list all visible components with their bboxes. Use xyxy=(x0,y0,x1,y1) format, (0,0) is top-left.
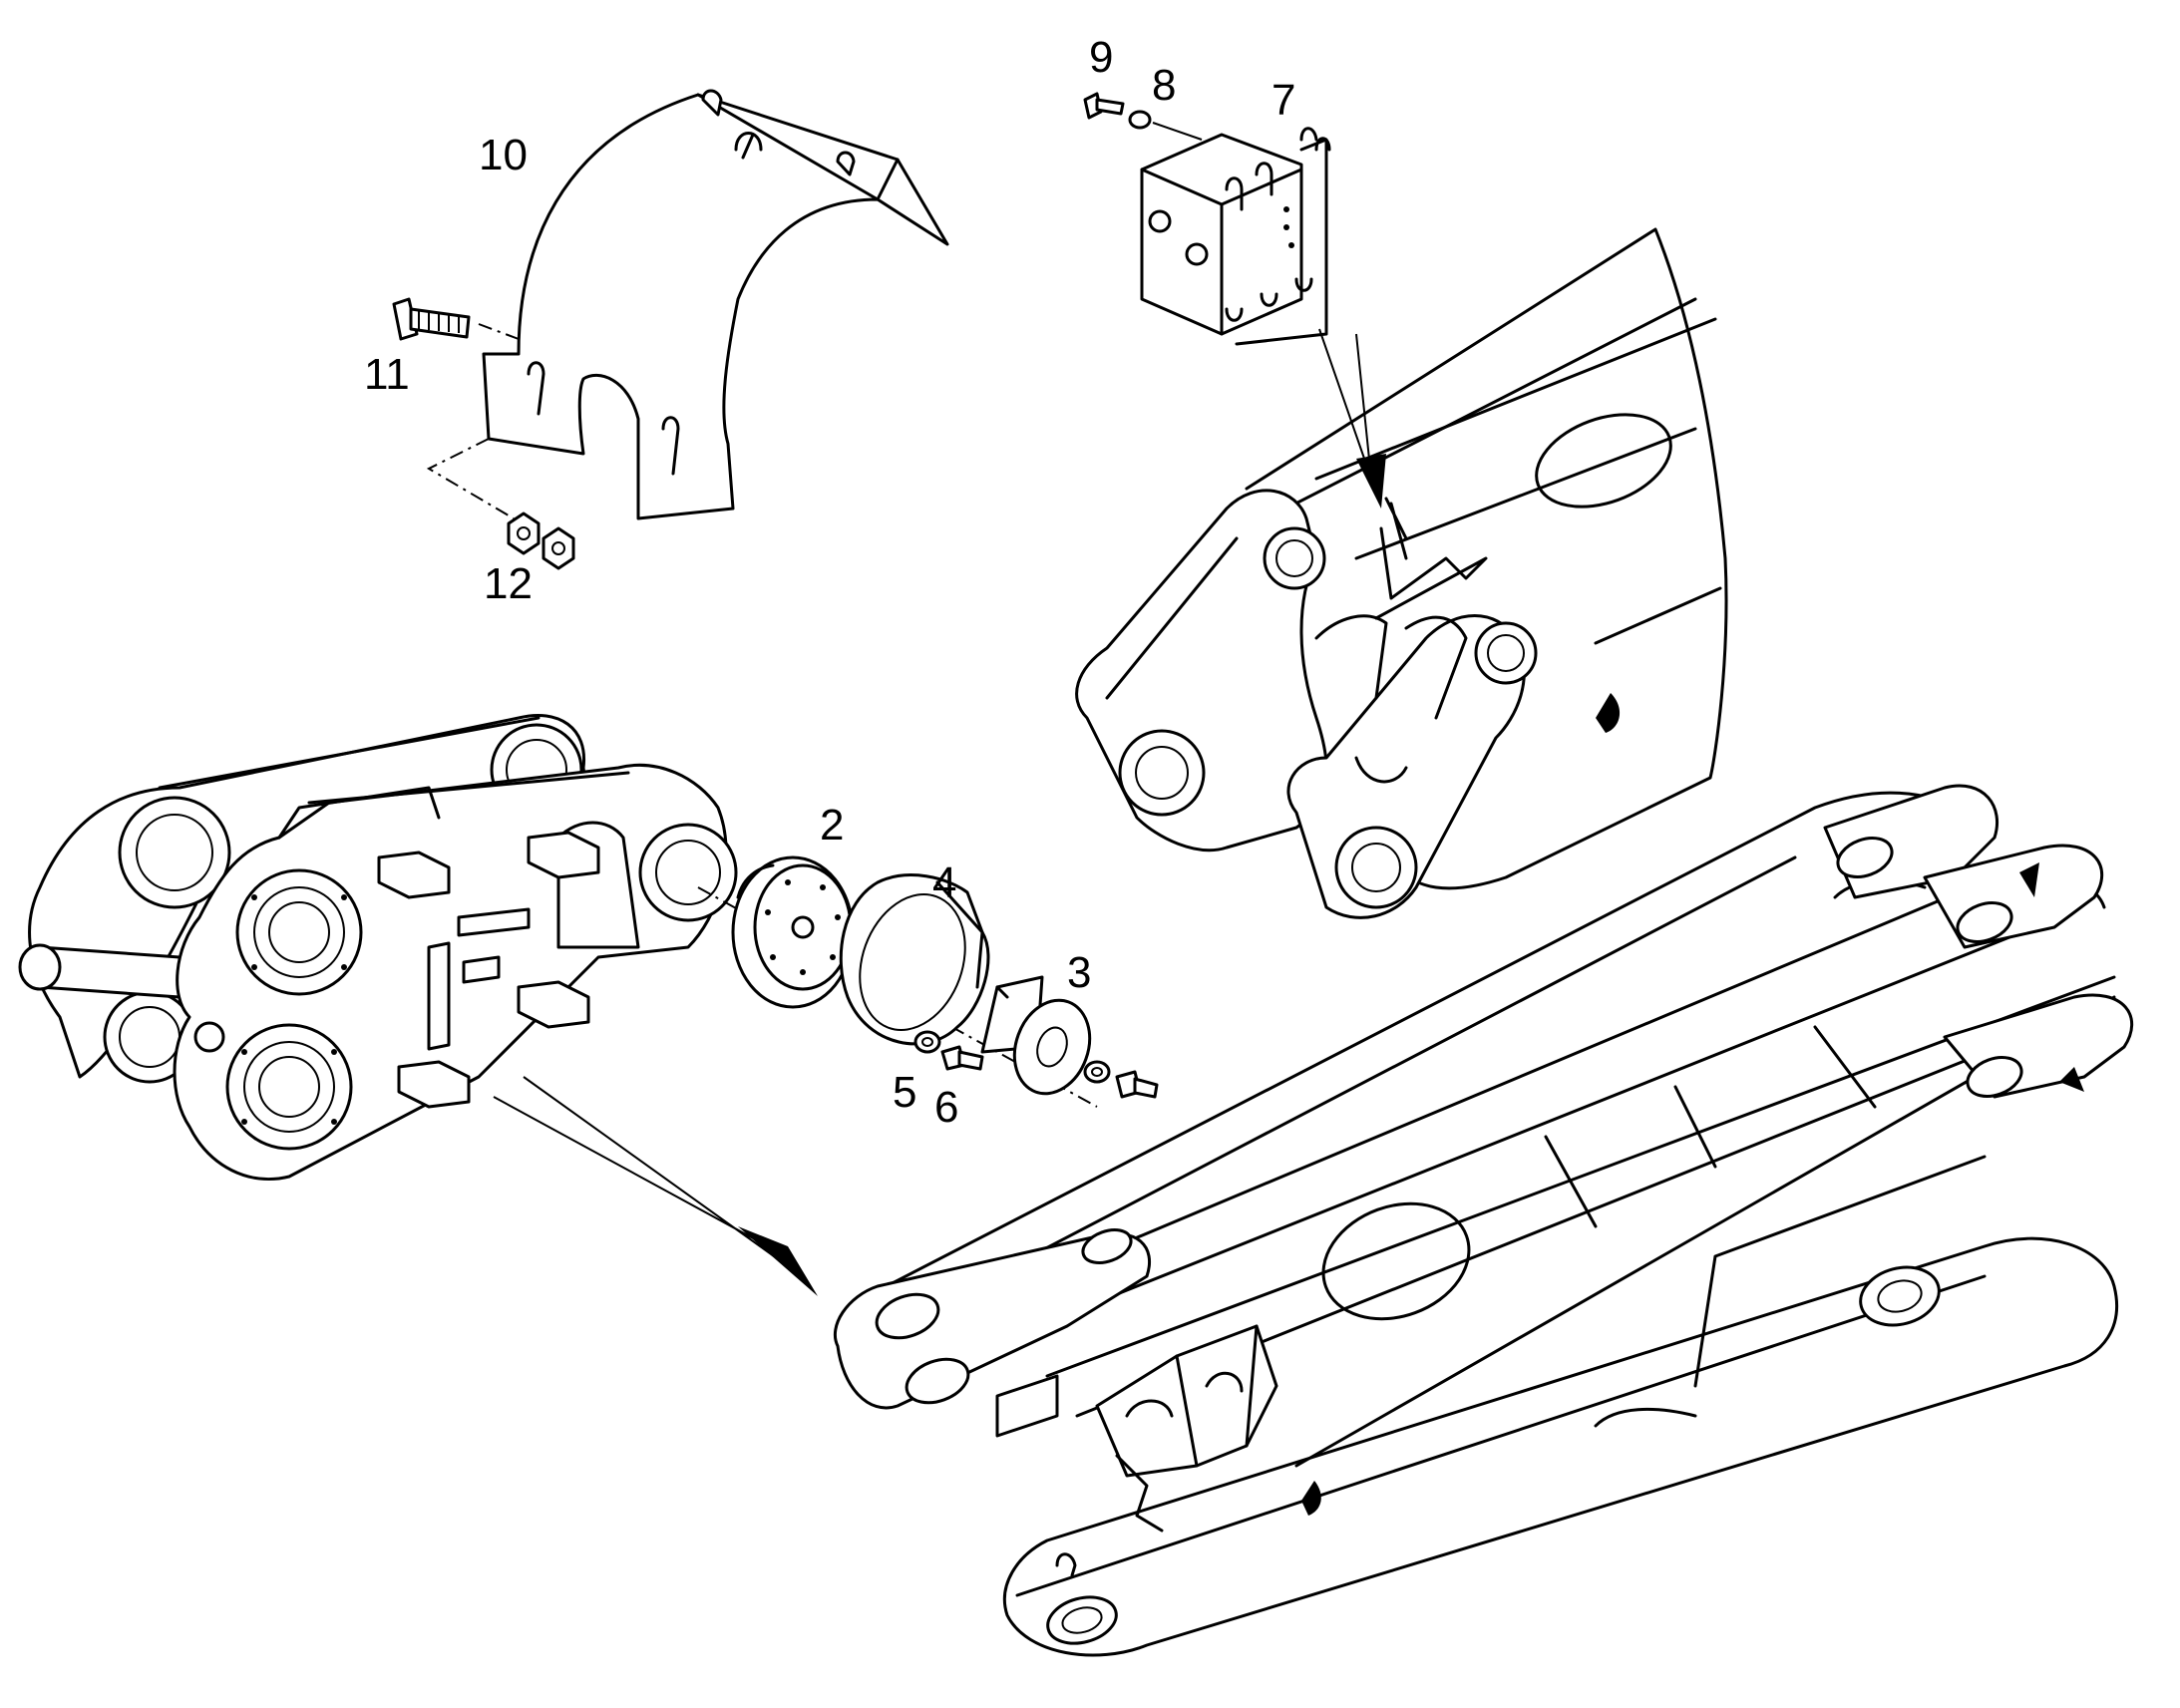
retainer-plate-part-4 xyxy=(839,873,990,1046)
bolt-part-11 xyxy=(392,297,471,341)
callout-label-12: 12 xyxy=(484,559,533,608)
flange-part-2 xyxy=(731,855,855,1009)
callout-label-3: 3 xyxy=(1067,948,1091,997)
spacer-blocks xyxy=(377,831,600,1109)
washer-part-8 xyxy=(1128,110,1152,130)
bolt-part-6 xyxy=(940,1045,984,1071)
bracket-part-7 xyxy=(1140,127,1331,346)
washer-bolt-right xyxy=(1083,1060,1159,1099)
callout-label-10: 10 xyxy=(479,131,528,179)
washer-part-5 xyxy=(913,1030,941,1054)
lock-tab-part-3 xyxy=(980,975,1092,1096)
leader-line-8 xyxy=(1152,122,1203,141)
cover-plate-part-10 xyxy=(482,89,949,520)
assembly-line-11 xyxy=(478,323,520,340)
callout-labels: 2 3 4 5 6 7 8 9 10 11 12 xyxy=(364,33,1295,1132)
callout-label-2: 2 xyxy=(820,801,844,850)
callout-label-4: 4 xyxy=(932,858,956,907)
assembly-line-12 xyxy=(426,438,515,519)
boom-end-upper xyxy=(1075,227,1728,919)
callout-label-6: 6 xyxy=(934,1083,958,1132)
nut-part-12 xyxy=(507,512,575,570)
callout-label-5: 5 xyxy=(893,1068,916,1117)
callout-label-9: 9 xyxy=(1089,33,1113,82)
bolt-part-9 xyxy=(1083,92,1125,120)
boom-assembly-lower xyxy=(833,784,2134,1657)
callout-label-11: 11 xyxy=(364,350,410,399)
pointer-arrow-bracket xyxy=(1318,328,1372,480)
callout-label-7: 7 xyxy=(1272,76,1295,125)
callout-label-8: 8 xyxy=(1152,61,1176,110)
pointer-arrow-left xyxy=(493,1076,789,1267)
